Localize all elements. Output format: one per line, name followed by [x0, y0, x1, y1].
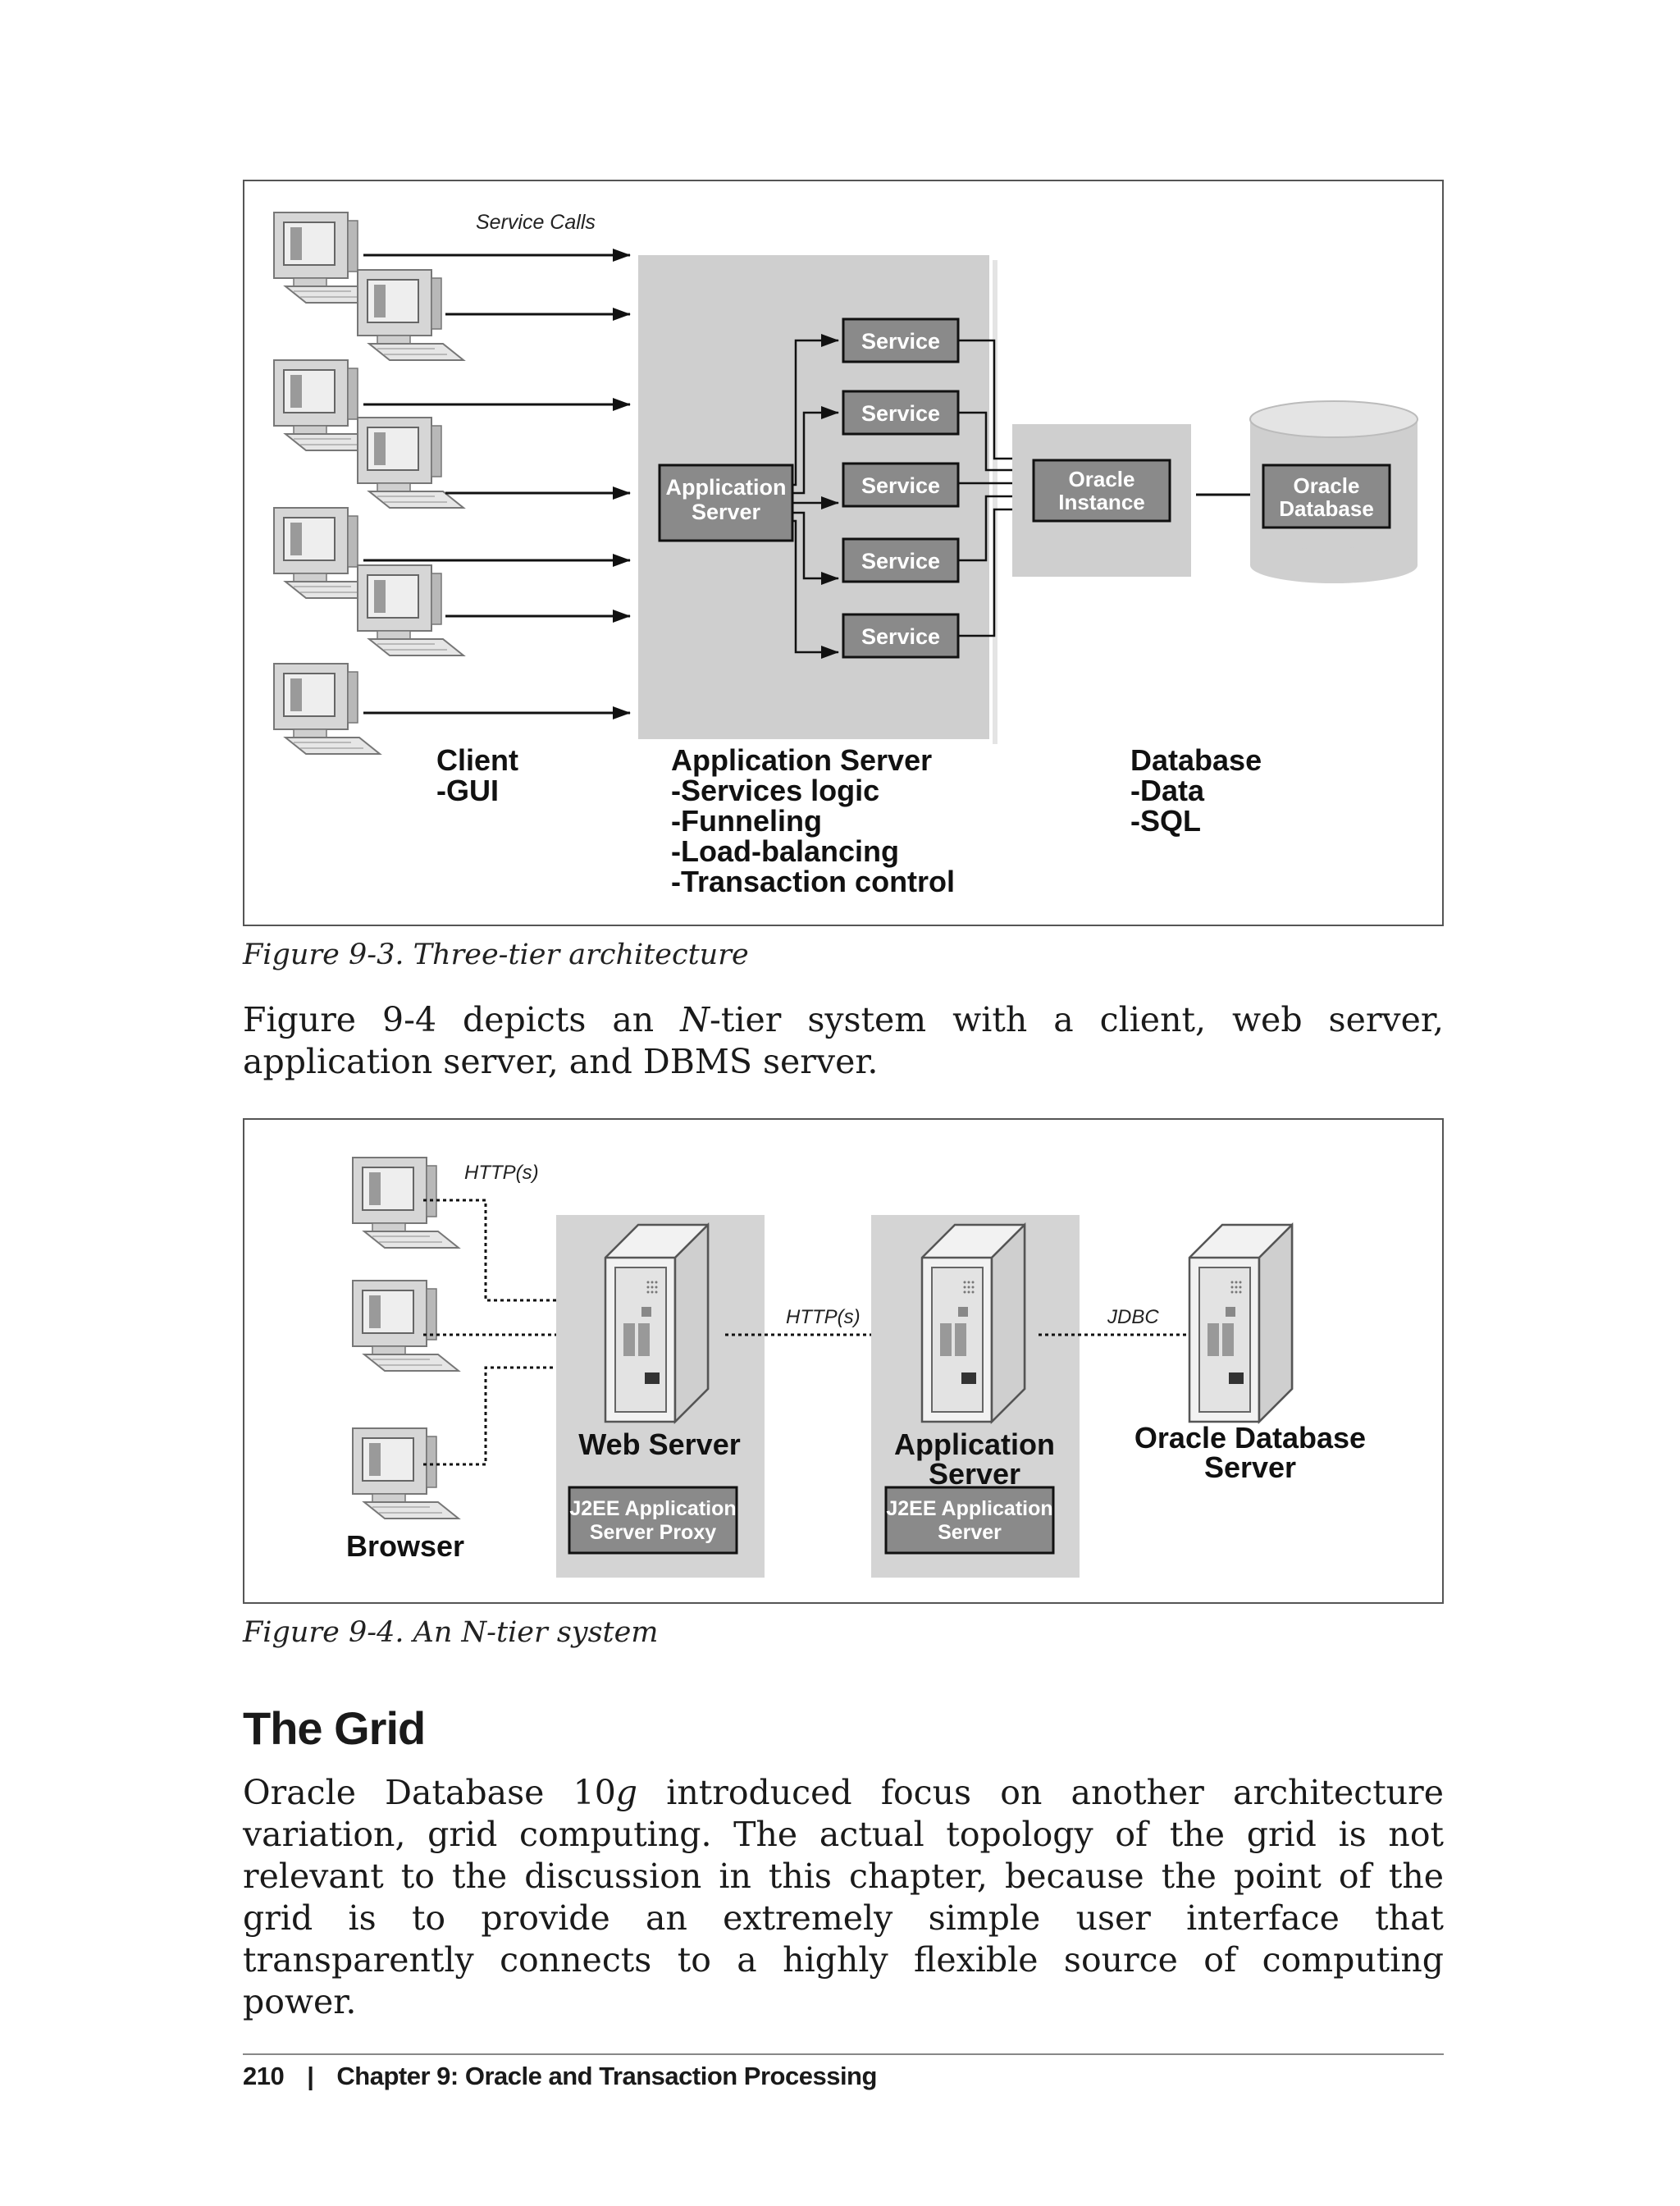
figure-three-tier: Service Calls Application Server — [243, 180, 1444, 926]
service-box: Service — [842, 462, 960, 508]
app-server-label-line2: Server — [929, 1457, 1020, 1491]
http-connectors — [423, 1199, 573, 1466]
jdbc-label: JDBC — [1107, 1306, 1159, 1328]
svg-text:-Transaction control: -Transaction control — [671, 865, 955, 898]
svg-text:Instance: Instance — [1058, 490, 1145, 514]
app-server-box: Application Server — [658, 464, 794, 542]
service-call-arrows — [363, 249, 631, 719]
browser-computer-icon — [352, 1280, 459, 1372]
svg-text:Server Proxy: Server Proxy — [590, 1521, 716, 1544]
service-box: Service — [842, 537, 960, 583]
j2ee-proxy-box: J2EE Application Server Proxy — [568, 1486, 738, 1555]
app-server-label-line1: Application — [894, 1427, 1055, 1461]
ntier-diagram: HTTP(s) Browser Web Server J2EE Applicat… — [346, 1157, 1366, 1578]
web-server-tower-icon — [604, 1223, 710, 1423]
http-label-mid: HTTP(s) — [786, 1306, 861, 1328]
service-connectors — [792, 334, 839, 659]
tier-labels: Client -GUI Application Server -Services… — [436, 743, 1262, 898]
svg-text:-SQL: -SQL — [1130, 804, 1201, 838]
figure-9-3-caption: Figure 9-3. Three-tier architecture — [243, 939, 749, 971]
svg-text:Application Server: Application Server — [671, 743, 932, 777]
svg-text:J2EE Application: J2EE Application — [569, 1497, 736, 1520]
svg-text:Oracle: Oracle — [1069, 467, 1135, 491]
oracle-db-server-label-line2: Server — [1204, 1450, 1296, 1484]
oracle-db-server-label-line1: Oracle Database — [1134, 1421, 1366, 1455]
service-box: Service — [842, 317, 960, 363]
service-box: Service — [842, 613, 960, 659]
svg-text:J2EE Application: J2EE Application — [886, 1497, 1052, 1520]
figure-ntier: HTTP(s) Browser Web Server J2EE Applicat… — [243, 1118, 1444, 1604]
footer-separator: | — [307, 2062, 314, 2090]
figure-9-4-caption: Figure 9-4. An N-tier system — [243, 1616, 659, 1649]
svg-text:-Funneling: -Funneling — [671, 804, 822, 838]
page-number: 210 — [243, 2062, 285, 2090]
section-heading: The Grid — [243, 1702, 426, 1754]
three-tier-diagram: Service Calls Application Server — [273, 211, 1418, 898]
paragraph-ntier-intro: Figure 9-4 depicts an N-tier system with… — [243, 1000, 1444, 1081]
browser-label: Browser — [346, 1529, 464, 1563]
http-label-left: HTTP(s) — [464, 1162, 539, 1184]
svg-text:-GUI: -GUI — [436, 774, 499, 807]
svg-text:-Services logic: -Services logic — [671, 774, 879, 807]
svg-text:Oracle: Oracle — [1294, 473, 1360, 498]
oracle-db-server-tower-icon — [1188, 1223, 1294, 1423]
svg-text:Client: Client — [436, 743, 518, 777]
svg-text:Database: Database — [1130, 743, 1262, 777]
svg-text:Service: Service — [861, 624, 940, 649]
client-computer-icon — [273, 663, 381, 755]
j2ee-server-box: J2EE Application Server — [884, 1486, 1055, 1555]
svg-text:Service: Service — [861, 473, 940, 498]
service-calls-label: Service Calls — [476, 211, 596, 234]
svg-text:Service: Service — [861, 329, 940, 354]
svg-text:Service: Service — [861, 401, 940, 426]
browser-computer-icon — [352, 1427, 459, 1519]
browser-computer-icon — [352, 1157, 459, 1249]
oracle-instance-box: Oracle Instance — [1032, 459, 1171, 523]
service-box: Service — [842, 390, 960, 436]
paragraph-grid: Oracle Database 10g introduced focus on … — [243, 1773, 1444, 2021]
svg-text:Application: Application — [666, 475, 787, 500]
app-server-tower-icon — [920, 1223, 1026, 1423]
svg-text:-Load-balancing: -Load-balancing — [671, 834, 899, 868]
svg-text:Server: Server — [938, 1521, 1002, 1544]
database-cylinder-icon: Oracle Database — [1249, 400, 1418, 583]
svg-text:Server: Server — [692, 500, 761, 524]
svg-text:Database: Database — [1279, 496, 1374, 521]
client-computers — [273, 212, 464, 755]
client-computer-icon — [357, 564, 464, 656]
svg-text:Service: Service — [861, 549, 940, 573]
svg-text:-Data: -Data — [1130, 774, 1205, 807]
chapter-title: Chapter 9: Oracle and Transaction Proces… — [336, 2062, 877, 2090]
web-server-label: Web Server — [578, 1427, 740, 1461]
page-footer: 210 | Chapter 9: Oracle and Transaction Pr… — [243, 2062, 877, 2091]
footer-rule — [243, 2053, 1444, 2055]
